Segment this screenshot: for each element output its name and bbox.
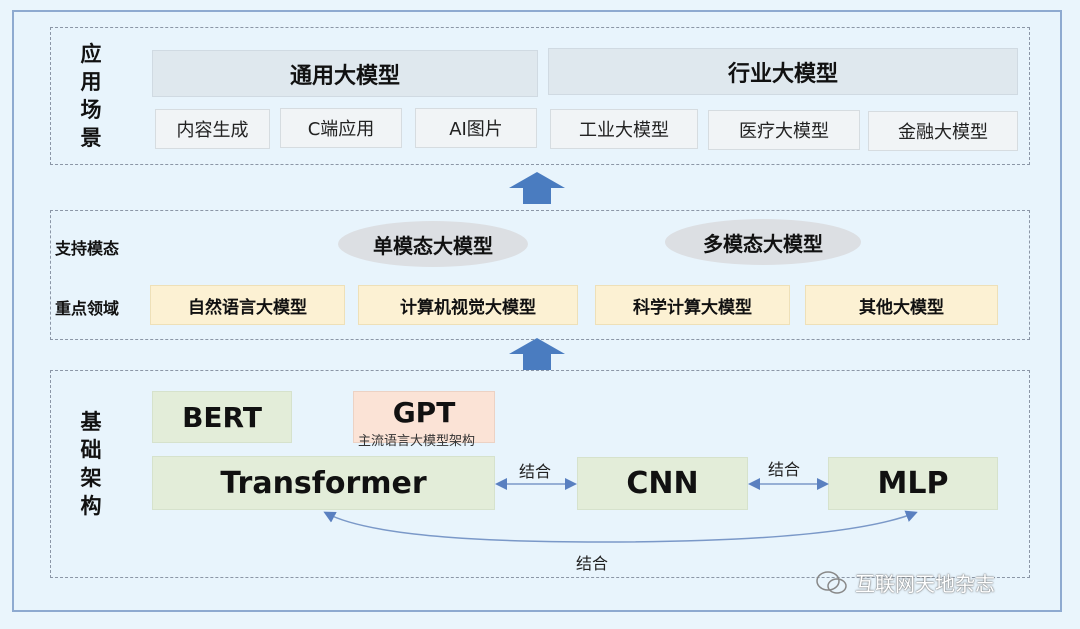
application-section [50, 27, 1030, 165]
wechat-icon [816, 570, 847, 594]
foundation-section [50, 370, 1030, 578]
modality-label: 支持模态 [55, 239, 120, 258]
mlp-box: MLP [828, 457, 998, 510]
industry-model-header: 行业大模型 [548, 48, 1018, 95]
combine-label: 结合 [576, 554, 609, 573]
domain-box: 其他大模型 [805, 285, 998, 325]
app-item: 医疗大模型 [708, 110, 860, 150]
app-item: C端应用 [280, 108, 402, 148]
transformer-box: Transformer [152, 456, 495, 510]
general-model-header: 通用大模型 [152, 50, 538, 97]
watermark: 互联网天地杂志 [815, 568, 995, 597]
support-section [50, 210, 1030, 340]
domain-box: 计算机视觉大模型 [358, 285, 578, 325]
app-item: AI图片 [415, 108, 537, 148]
foundation-label: 基础架构 [80, 410, 102, 518]
application-label: 应用场景 [80, 42, 102, 150]
bert-box: BERT [152, 391, 292, 443]
combine-label: 结合 [519, 462, 552, 481]
gpt-box: GPT [353, 391, 495, 443]
watermark-text: 互联网天地杂志 [855, 572, 995, 596]
combine-label: 结合 [768, 460, 801, 479]
single-modal-ellipse: 单模态大模型 [338, 221, 528, 267]
up-arrow-icon [509, 338, 565, 370]
domain-box: 自然语言大模型 [150, 285, 345, 325]
app-item: 内容生成 [155, 109, 270, 149]
app-item: 金融大模型 [868, 111, 1018, 151]
app-item: 工业大模型 [550, 109, 698, 149]
domain-box: 科学计算大模型 [595, 285, 790, 325]
focus-label: 重点领域 [55, 299, 120, 318]
cnn-box: CNN [577, 457, 748, 510]
gpt-caption: 主流语言大模型架构 [358, 434, 476, 449]
multi-modal-ellipse: 多模态大模型 [665, 219, 861, 265]
transformer-mlp-arrow [323, 510, 918, 543]
up-arrow-icon [509, 172, 565, 204]
